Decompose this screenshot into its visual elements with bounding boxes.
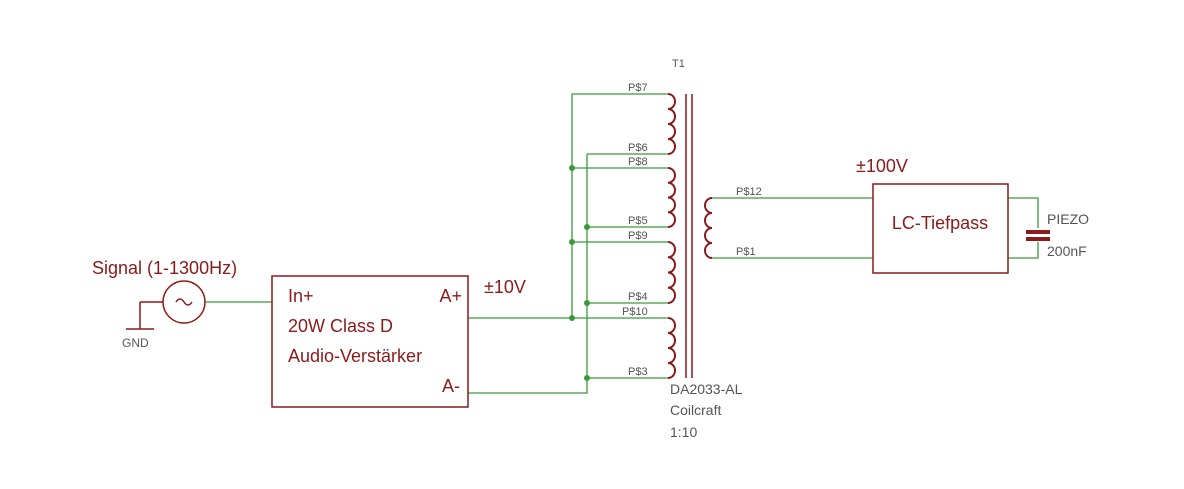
amp-in-label: In+ bbox=[288, 286, 314, 306]
piezo: PIEZO 200nF bbox=[1026, 211, 1089, 259]
capacitance-label: 200nF bbox=[1047, 243, 1087, 259]
junction-dot bbox=[569, 239, 575, 245]
piezo-label: PIEZO bbox=[1047, 211, 1089, 227]
amp-title-line2: Audio-Verstärker bbox=[288, 346, 422, 366]
pin-label-p10: P$10 bbox=[622, 306, 648, 318]
pin-label-p7: P$7 bbox=[628, 82, 648, 94]
pin-label-p9: P$9 bbox=[628, 230, 648, 242]
capacitor-plate-bottom bbox=[1026, 237, 1050, 241]
ac-source-icon bbox=[162, 280, 206, 324]
lowpass-label: LC-Tiefpass bbox=[892, 213, 988, 233]
pin-label-p1: P$1 bbox=[736, 246, 756, 258]
amp-out-plus-label: A+ bbox=[439, 286, 462, 306]
junction-dot bbox=[569, 165, 575, 171]
primary-coil-3 bbox=[667, 241, 676, 304]
lowpass-filter: ±100V LC-Tiefpass bbox=[856, 156, 1009, 274]
primary-coil-4 bbox=[667, 317, 676, 379]
transformer-part-number: DA2033-AL bbox=[670, 381, 743, 397]
pin-label-p5: P$5 bbox=[628, 215, 648, 227]
amplifier-box bbox=[271, 275, 469, 408]
wire-amp-minus bbox=[468, 378, 588, 394]
pin-label-p6: P$6 bbox=[628, 142, 648, 154]
junction-dot bbox=[569, 315, 575, 321]
amplifier: In+ 20W Class D Audio-Verstärker A+ A- bbox=[271, 275, 469, 408]
pin-label-p3: P$3 bbox=[628, 366, 648, 378]
amp-out-minus-label: A- bbox=[442, 376, 460, 396]
pin-label-p8: P$8 bbox=[628, 156, 648, 168]
lowpass-box bbox=[872, 183, 1009, 274]
junction-dot bbox=[584, 375, 590, 381]
wire-piezo-top bbox=[1008, 197, 1039, 228]
transformer-ratio: 1:10 bbox=[670, 424, 697, 440]
secondary-coil bbox=[704, 197, 713, 259]
amp-title-line1: 20W Class D bbox=[288, 316, 393, 336]
voltage-low-label: ±10V bbox=[484, 277, 526, 297]
voltage-high-label: ±100V bbox=[856, 156, 908, 176]
junction-dot bbox=[584, 224, 590, 230]
wire-piezo-bottom bbox=[1008, 242, 1039, 259]
transformer-manufacturer: Coilcraft bbox=[670, 402, 721, 418]
capacitor-plate-top bbox=[1026, 230, 1050, 234]
gnd-label: GND bbox=[122, 336, 149, 350]
sine-wave-icon bbox=[175, 298, 193, 306]
primary-coil-2 bbox=[667, 167, 676, 228]
junction-dot bbox=[584, 300, 590, 306]
wires bbox=[205, 93, 1039, 394]
transformer-name: T1 bbox=[672, 58, 685, 70]
pin-label-p12: P$12 bbox=[736, 186, 762, 198]
signal-label: Signal (1-1300Hz) bbox=[92, 258, 237, 278]
pin-label-p4: P$4 bbox=[628, 291, 648, 303]
signal-source: Signal (1-1300Hz) GND bbox=[92, 258, 237, 350]
transformer: T1 P$7 P$6 P$8 P$5 P$9 P$4 P$10 P$3 P$12… bbox=[622, 58, 762, 440]
primary-coil-1 bbox=[667, 93, 676, 155]
